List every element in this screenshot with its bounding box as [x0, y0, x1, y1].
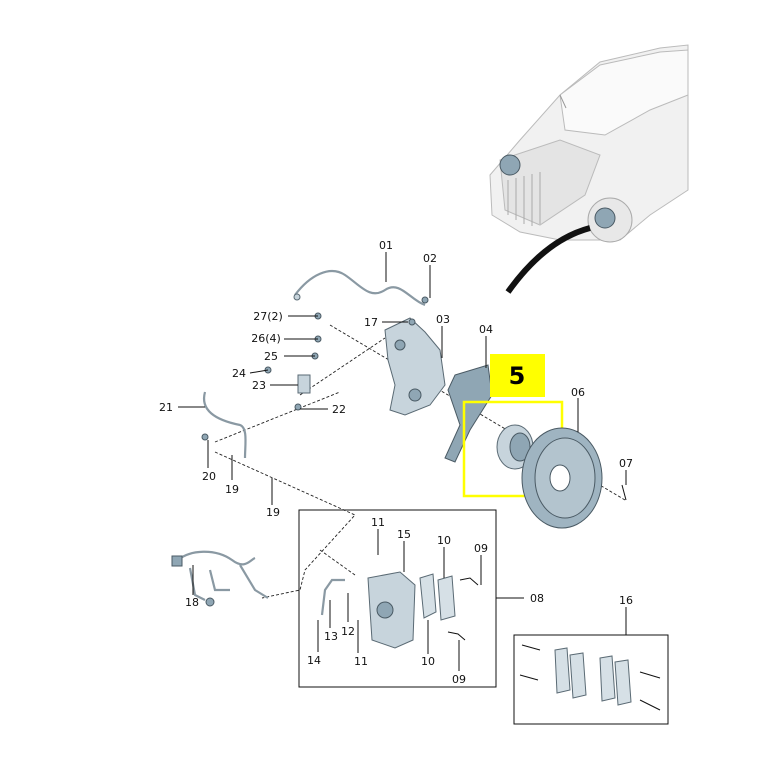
- label-17: 17: [364, 316, 378, 329]
- fasteners: [201, 296, 429, 441]
- brake-disc: [521, 427, 603, 529]
- clips: [447, 577, 479, 641]
- highlight-number: 5: [509, 362, 526, 390]
- wheel-speed-sensor-cable: [293, 270, 426, 307]
- vehicle-illustration: [489, 44, 689, 243]
- label-16: 16: [619, 594, 633, 607]
- part-labels: 01 02 03 04 06 07 08 09 09 10 10 11 11 1…: [159, 239, 633, 686]
- label-25: 25: [264, 350, 278, 363]
- label-18: 18: [185, 596, 199, 609]
- label-10-bottom: 10: [421, 655, 435, 668]
- label-12: 12: [341, 625, 355, 638]
- label-19-left: 19: [225, 483, 239, 496]
- brake-splash-shield: [444, 364, 493, 463]
- brake-pads: [419, 573, 456, 621]
- pad-kit: [519, 644, 661, 711]
- steering-knuckle: [384, 317, 446, 416]
- label-10-top: 10: [437, 534, 451, 547]
- label-24: 24: [232, 367, 246, 380]
- brake-line: [202, 391, 247, 459]
- label-04: 04: [479, 323, 493, 336]
- label-15: 15: [397, 528, 411, 541]
- wheel-hub: [496, 424, 534, 470]
- label-23: 23: [252, 379, 266, 392]
- label-13: 13: [324, 630, 338, 643]
- label-20: 20: [202, 470, 216, 483]
- leader-lines: [178, 252, 627, 671]
- location-arrow: [505, 225, 591, 294]
- label-27: 27(2): [253, 310, 283, 323]
- brake-hose: [320, 578, 345, 616]
- label-21: 21: [159, 401, 173, 414]
- label-19-right: 19: [266, 506, 280, 519]
- label-02: 02: [423, 252, 437, 265]
- label-07: 07: [619, 457, 633, 470]
- label-01: 01: [379, 239, 393, 252]
- label-08: 08: [530, 592, 544, 605]
- label-03: 03: [436, 313, 450, 326]
- label-09-top: 09: [474, 542, 488, 555]
- label-14: 14: [307, 654, 321, 667]
- label-06: 06: [571, 386, 585, 399]
- label-09-bottom: 09: [452, 673, 466, 686]
- brake-caliper: [367, 571, 416, 649]
- label-26: 26(4): [251, 332, 281, 345]
- pad-kit-frame: [513, 634, 669, 725]
- label-22: 22: [332, 403, 346, 416]
- wiring-harness: [171, 550, 269, 607]
- highlight-badge: [490, 354, 545, 397]
- label-11-top: 11: [371, 516, 385, 529]
- label-11-bottom: 11: [354, 655, 368, 668]
